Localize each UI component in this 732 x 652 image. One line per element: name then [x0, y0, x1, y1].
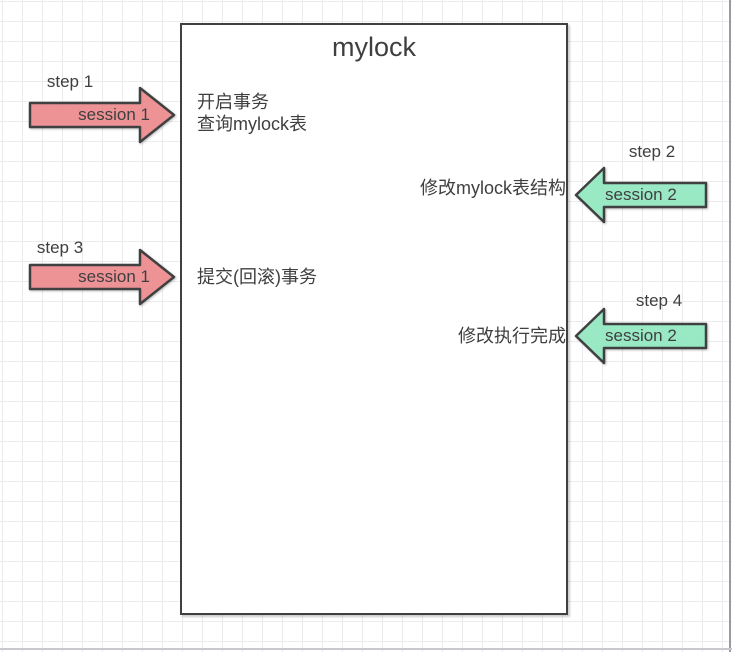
page-edge-right: [729, 0, 731, 652]
session1-label-step1: session 1: [78, 105, 150, 124]
session1-label-step3: session 1: [78, 267, 150, 286]
step4-label: step 4: [635, 291, 683, 310]
box-title: mylock: [331, 32, 416, 62]
session2-label-step4: session 2: [605, 326, 677, 345]
step3-label: step 3: [36, 238, 84, 257]
step4-action-text: 修改执行完成: [458, 326, 566, 346]
page-edge-bottom: [0, 648, 732, 650]
step1-action-text: 开启事务 查询mylock表: [197, 91, 307, 135]
step3-action-text: 提交(回滚)事务: [197, 267, 317, 287]
mylock-table-box: mylock: [180, 23, 568, 615]
step2-action-text: 修改mylock表结构: [419, 178, 566, 198]
step1-action-line2: 查询mylock表: [197, 114, 308, 134]
step2-label: step 2: [628, 142, 676, 161]
session2-label-step2: session 2: [605, 185, 677, 204]
step1-label: step 1: [46, 72, 94, 91]
step1-action-line1: 开启事务: [197, 92, 269, 112]
